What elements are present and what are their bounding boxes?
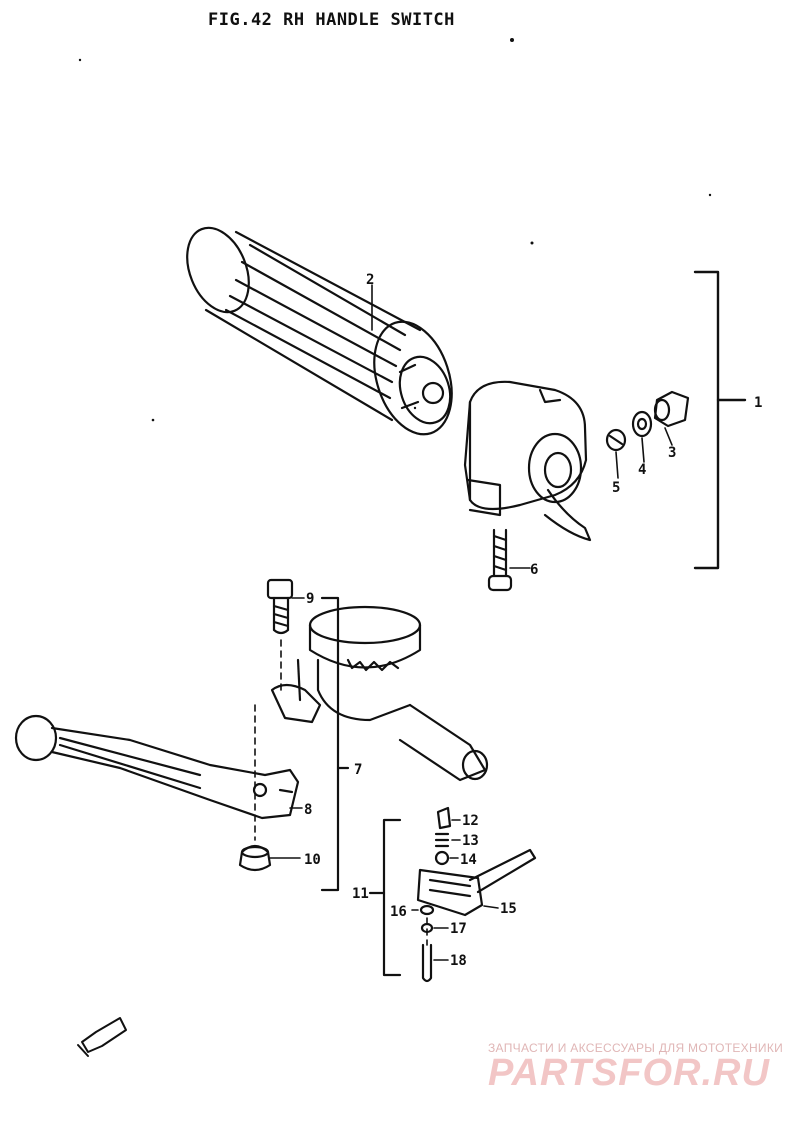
spring-washer-part-5	[605, 428, 627, 452]
figure-title: FIG.42 RH HANDLE SWITCH	[208, 10, 455, 30]
screw-part-6	[487, 528, 513, 592]
callout-3: 3	[668, 445, 676, 461]
callout-4: 4	[638, 462, 646, 478]
grommet-part-3	[653, 390, 690, 428]
watermark-tagline: ЗАПЧАСТИ И АКСЕССУАРЫ ДЛЯ МОТОТЕХНИКИ	[488, 1041, 784, 1055]
bracket-1	[693, 270, 747, 570]
callout-8: 8	[304, 802, 312, 818]
callout-11: 11	[352, 886, 369, 902]
callout-17: 17	[450, 921, 467, 937]
callout-6: 6	[530, 562, 538, 578]
fwd-arrow-icon	[77, 1017, 127, 1057]
master-cylinder-part-7	[270, 605, 489, 782]
scan-specks	[78, 38, 712, 422]
callout-10: 10	[304, 852, 321, 868]
brake-lever-part-8	[14, 714, 300, 820]
fwd-label: FWD	[92, 1033, 112, 1050]
callout-1: 1	[754, 395, 762, 411]
bracket-11	[368, 818, 402, 977]
callout-7: 7	[354, 762, 362, 778]
callout-13: 13	[462, 833, 479, 849]
throttle-grip	[186, 226, 453, 436]
callout-16: 16	[390, 904, 407, 920]
washer-part-4	[631, 410, 653, 438]
callout-2: 2	[366, 272, 374, 288]
brake-switch-part-11	[416, 806, 537, 983]
bracket-7	[320, 596, 350, 892]
callout-18: 18	[450, 953, 467, 969]
leader-lines	[269, 284, 673, 961]
callout-14: 14	[460, 852, 477, 868]
callout-5: 5	[612, 480, 620, 496]
callout-12: 12	[462, 813, 479, 829]
watermark-brand: PARTSFOR.RU	[488, 1052, 770, 1094]
callout-15: 15	[500, 901, 517, 917]
assembly-guide-lines	[254, 639, 428, 946]
switch-housing	[463, 380, 592, 542]
callout-9: 9	[306, 591, 314, 607]
bolt-part-9	[266, 578, 294, 635]
nut-part-10	[238, 844, 272, 872]
